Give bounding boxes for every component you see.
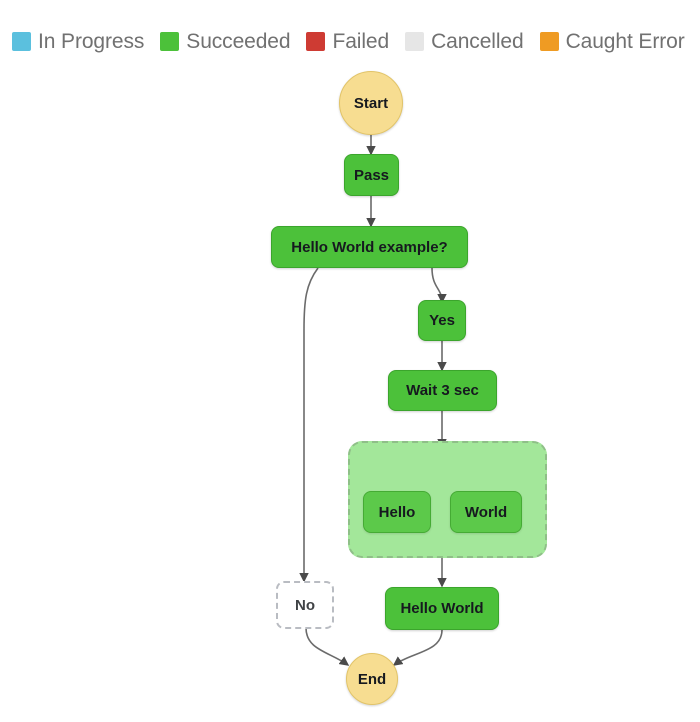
- node-end-label: End: [357, 670, 387, 688]
- legend-label-caught-error: Caught Error: [565, 29, 685, 53]
- node-hello-label: Hello: [378, 503, 416, 521]
- node-no-label: No: [295, 596, 315, 614]
- node-hello-world[interactable]: Hello World: [385, 587, 499, 630]
- node-start-label: Start: [353, 94, 389, 112]
- node-pass-label: Pass: [353, 166, 390, 184]
- node-world-label: World: [464, 503, 508, 521]
- legend-item-caught-error: Caught Error: [539, 29, 685, 53]
- edge-choice-no: [299, 267, 319, 583]
- node-world[interactable]: World: [450, 491, 522, 533]
- node-wait-label: Wait 3 sec: [406, 382, 479, 399]
- legend-label-failed: Failed: [332, 29, 390, 53]
- edge-no-end: [305, 627, 350, 666]
- node-start[interactable]: Start: [339, 71, 403, 135]
- node-pass[interactable]: Pass: [344, 154, 399, 196]
- node-hello-world-label: Hello World: [400, 600, 484, 617]
- succeeded-swatch-icon: [160, 31, 180, 51]
- legend-item-cancelled: Cancelled: [405, 31, 524, 52]
- legend-label-in-progress: In Progress: [38, 29, 145, 53]
- legend-item-failed: Failed: [306, 31, 389, 52]
- node-choice-hello-world-example[interactable]: Hello World example?: [271, 226, 468, 268]
- node-yes-label: Yes: [429, 312, 455, 329]
- node-end[interactable]: End: [346, 653, 398, 705]
- legend-item-succeeded: Succeeded: [160, 29, 291, 53]
- edge-choice-yes: [431, 267, 447, 304]
- node-wait-3-sec[interactable]: Wait 3 sec: [388, 370, 497, 411]
- in-progress-swatch-icon: [12, 31, 31, 51]
- node-choice-label: Hello World example?: [291, 238, 448, 256]
- legend-label-cancelled: Cancelled: [431, 29, 524, 53]
- caught-error-swatch-icon: [539, 31, 559, 51]
- status-legend: In Progress Succeeded Failed Cancelled C…: [0, 24, 700, 58]
- legend-item-in-progress: In Progress: [12, 31, 144, 52]
- edge-helloworld-end: [392, 629, 443, 666]
- cancelled-swatch-icon: [405, 31, 425, 51]
- failed-swatch-icon: [306, 31, 326, 51]
- legend-label-succeeded: Succeeded: [186, 29, 291, 53]
- node-yes[interactable]: Yes: [418, 300, 466, 341]
- node-hello[interactable]: Hello: [363, 491, 431, 533]
- node-no[interactable]: No: [276, 581, 334, 629]
